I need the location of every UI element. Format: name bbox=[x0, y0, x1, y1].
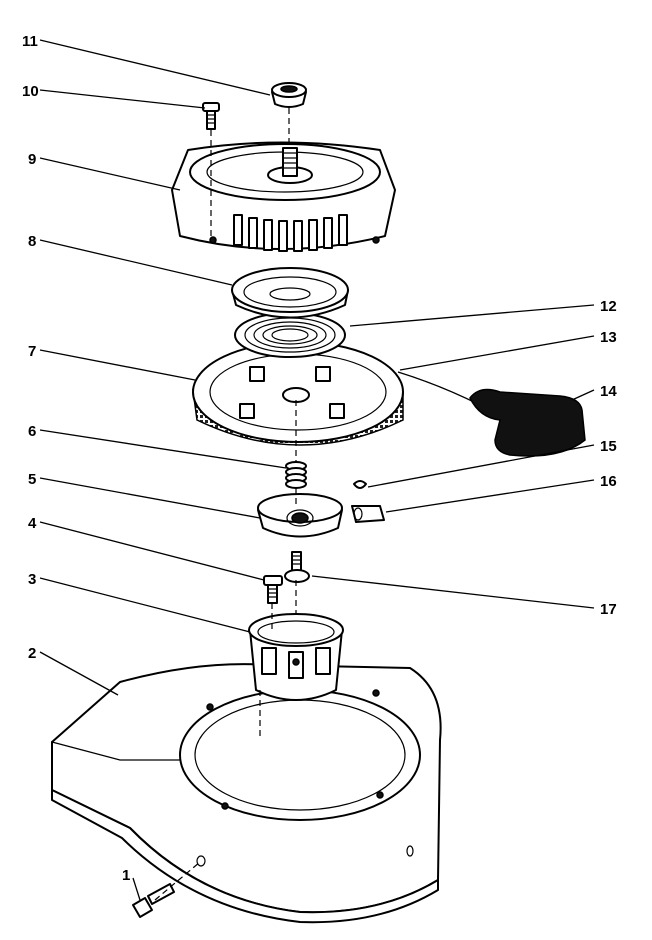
part-nut bbox=[271, 82, 307, 108]
callout-8: 8 bbox=[28, 233, 36, 250]
part-center-stud bbox=[282, 147, 298, 177]
part-bolt-1 bbox=[132, 883, 175, 918]
callout-12: 12 bbox=[600, 298, 617, 315]
callout-9: 9 bbox=[28, 151, 36, 168]
part-pawl-spring bbox=[353, 480, 367, 489]
part-pawl bbox=[351, 505, 385, 523]
callout-17: 17 bbox=[600, 601, 617, 618]
part-starter-cup bbox=[248, 613, 344, 701]
part-rope-handle bbox=[469, 388, 586, 457]
callout-7: 7 bbox=[28, 343, 36, 360]
part-recoil-spring bbox=[234, 312, 346, 358]
housing-vent-slots bbox=[233, 214, 348, 252]
leader-lines bbox=[39, 39, 595, 901]
callout-13: 13 bbox=[600, 329, 617, 346]
callout-labels: 11 10 9 8 7 6 5 4 3 2 1 12 13 14 15 16 1… bbox=[22, 33, 617, 884]
part-blower-housing bbox=[51, 663, 442, 924]
callout-16: 16 bbox=[600, 473, 617, 490]
callout-4: 4 bbox=[28, 515, 37, 532]
part-bolt-10 bbox=[202, 102, 220, 130]
part-bolt-4 bbox=[263, 575, 283, 604]
part-spring bbox=[285, 461, 307, 489]
part-retainer-cup bbox=[257, 493, 343, 538]
callout-14: 14 bbox=[600, 383, 617, 400]
part-starter-rope bbox=[397, 371, 481, 406]
part-pulley bbox=[192, 341, 404, 446]
callout-1: 1 bbox=[122, 867, 130, 884]
callout-2: 2 bbox=[28, 645, 36, 662]
assembly-axis-lines bbox=[154, 108, 297, 901]
callout-3: 3 bbox=[28, 571, 36, 588]
callout-5: 5 bbox=[28, 471, 36, 488]
callout-11: 11 bbox=[22, 33, 38, 50]
callout-10: 10 bbox=[22, 83, 39, 100]
callout-15: 15 bbox=[600, 438, 617, 455]
part-screw-17 bbox=[284, 551, 310, 583]
callout-6: 6 bbox=[28, 423, 36, 440]
part-spring-cover bbox=[231, 267, 349, 319]
